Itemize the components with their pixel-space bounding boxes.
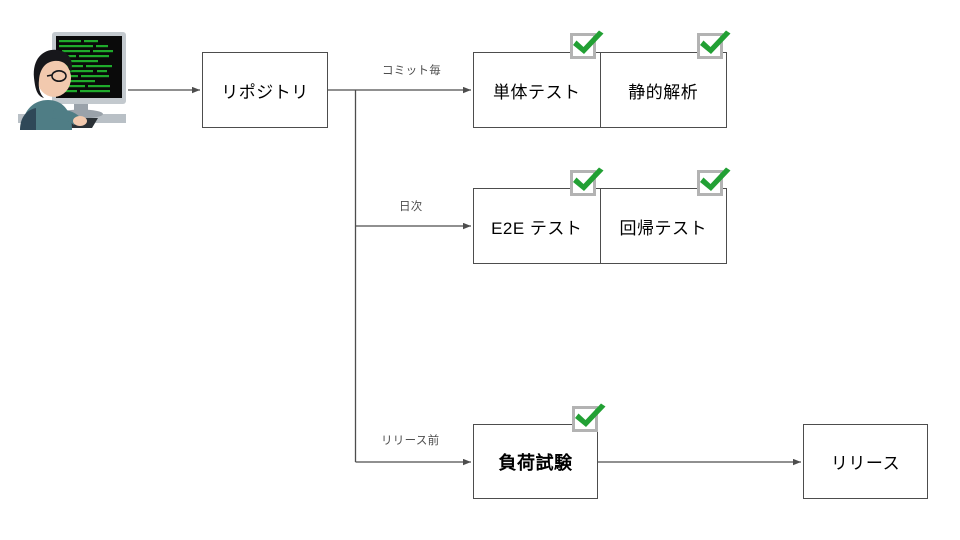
- node-load-test-label: 負荷試験: [498, 452, 573, 473]
- check-glyph: [700, 167, 731, 191]
- node-group-per-commit: 単体テスト 静的解析: [473, 52, 727, 128]
- node-regression-test[interactable]: 回帰テスト: [599, 189, 727, 263]
- check-glyph: [573, 30, 604, 54]
- edge-label-daily: 日次: [399, 201, 423, 213]
- node-repository[interactable]: リポジトリ: [202, 52, 328, 128]
- check-frame: [570, 170, 596, 196]
- node-group-daily: E2E テスト 回帰テスト: [473, 188, 727, 264]
- node-repository-label: リポジトリ: [221, 82, 309, 102]
- green-check-icon: [570, 30, 604, 67]
- edge-label-per-commit: コミット毎: [382, 65, 441, 77]
- node-e2e-test-label: E2E テスト: [491, 218, 583, 238]
- developer-illustration: [14, 26, 130, 138]
- node-static-analysis-label: 静的解析: [628, 82, 699, 102]
- node-load-test[interactable]: 負荷試験: [473, 424, 598, 499]
- edge-label-pre-release: リリース前: [381, 435, 440, 447]
- node-e2e-test[interactable]: E2E テスト: [474, 189, 600, 263]
- check-glyph: [573, 167, 604, 191]
- node-unit-test[interactable]: 単体テスト: [474, 53, 600, 127]
- check-frame: [697, 170, 723, 196]
- green-check-icon: [570, 167, 604, 204]
- node-static-analysis[interactable]: 静的解析: [599, 53, 727, 127]
- node-unit-test-label: 単体テスト: [493, 82, 581, 102]
- check-glyph: [575, 403, 606, 427]
- node-regression-test-label: 回帰テスト: [619, 218, 707, 238]
- check-glyph: [700, 30, 731, 54]
- green-check-icon: [697, 30, 731, 67]
- green-check-icon: [697, 167, 731, 204]
- node-release-label: リリース: [830, 454, 901, 473]
- node-release[interactable]: リリース: [803, 424, 928, 499]
- green-check-icon: [572, 403, 606, 440]
